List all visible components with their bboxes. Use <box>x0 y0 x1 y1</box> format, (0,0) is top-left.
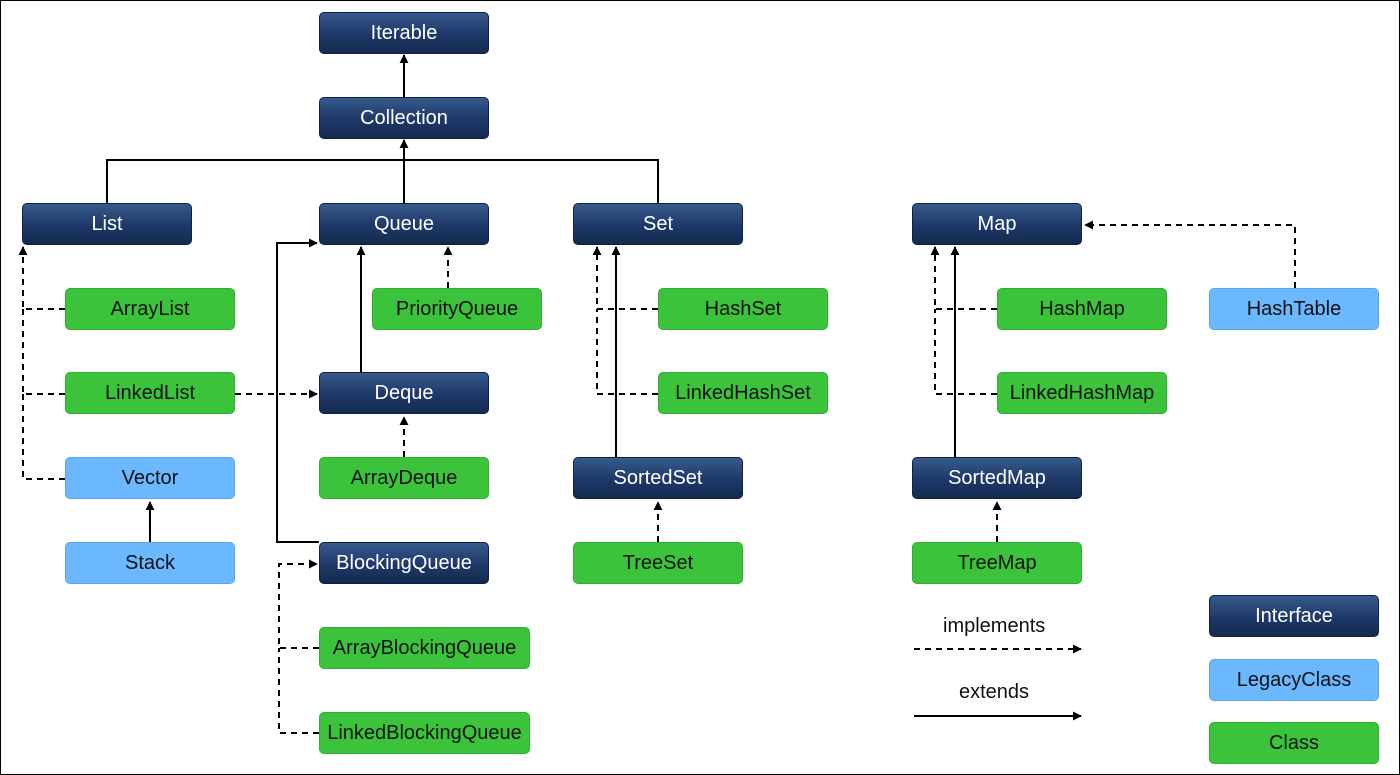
legend-implements-label: implements <box>943 615 1046 637</box>
node-deque: Deque <box>319 372 489 414</box>
edge-hashtable-map <box>1084 220 1296 288</box>
node-stack: Stack <box>65 542 235 584</box>
edge-blockingqueue-queue <box>276 238 319 543</box>
edge-hashmap-map <box>930 246 997 310</box>
legend-interface: Interface <box>1209 595 1379 637</box>
node-hashset: HashSet <box>658 288 828 330</box>
node-arraydeque: ArrayDeque <box>319 457 489 499</box>
node-map: Map <box>912 203 1082 245</box>
node-hashtable: HashTable <box>1209 288 1379 330</box>
legend-extends-label: extends <box>959 681 1030 703</box>
node-arraylist: ArrayList <box>65 288 235 330</box>
edge-set-collection <box>404 159 659 203</box>
edge-hashset-set <box>592 246 658 310</box>
legend-legacy-class: LegacyClass <box>1209 659 1379 701</box>
node-sortedset: SortedSet <box>573 457 743 499</box>
legend-class: Class <box>1209 722 1379 764</box>
node-arrayblockingqueue: ArrayBlockingQueue <box>319 627 530 669</box>
edge-linkedblockingqueue-blockingqueue <box>278 648 319 734</box>
node-sortedmap: SortedMap <box>912 457 1082 499</box>
node-collection: Collection <box>319 97 489 139</box>
node-list: List <box>22 203 192 245</box>
node-linkedblockingqueue: LinkedBlockingQueue <box>319 712 530 754</box>
edge-list-collection <box>106 159 404 203</box>
edge-linkedhashset-set <box>596 309 658 395</box>
node-linkedhashset: LinkedHashSet <box>658 372 828 414</box>
node-vector: Vector <box>65 457 235 499</box>
edge-vector-list <box>22 394 65 480</box>
node-iterable: Iterable <box>319 12 489 54</box>
node-blockingqueue: BlockingQueue <box>319 542 489 584</box>
edge-arraylist-list <box>18 246 65 310</box>
edge-linkedhashmap-map <box>934 309 997 395</box>
node-set: Set <box>573 203 743 245</box>
node-treemap: TreeMap <box>912 542 1082 584</box>
node-linkedhashmap: LinkedHashMap <box>997 372 1167 414</box>
node-treeset: TreeSet <box>573 542 743 584</box>
node-linkedlist: LinkedList <box>65 372 235 414</box>
node-hashmap: HashMap <box>997 288 1167 330</box>
edge-linkedlist-list <box>22 309 65 395</box>
node-queue: Queue <box>319 203 489 245</box>
node-priorityqueue: PriorityQueue <box>372 288 542 330</box>
edge-arrayblockingqueue-blockingqueue <box>278 559 319 649</box>
